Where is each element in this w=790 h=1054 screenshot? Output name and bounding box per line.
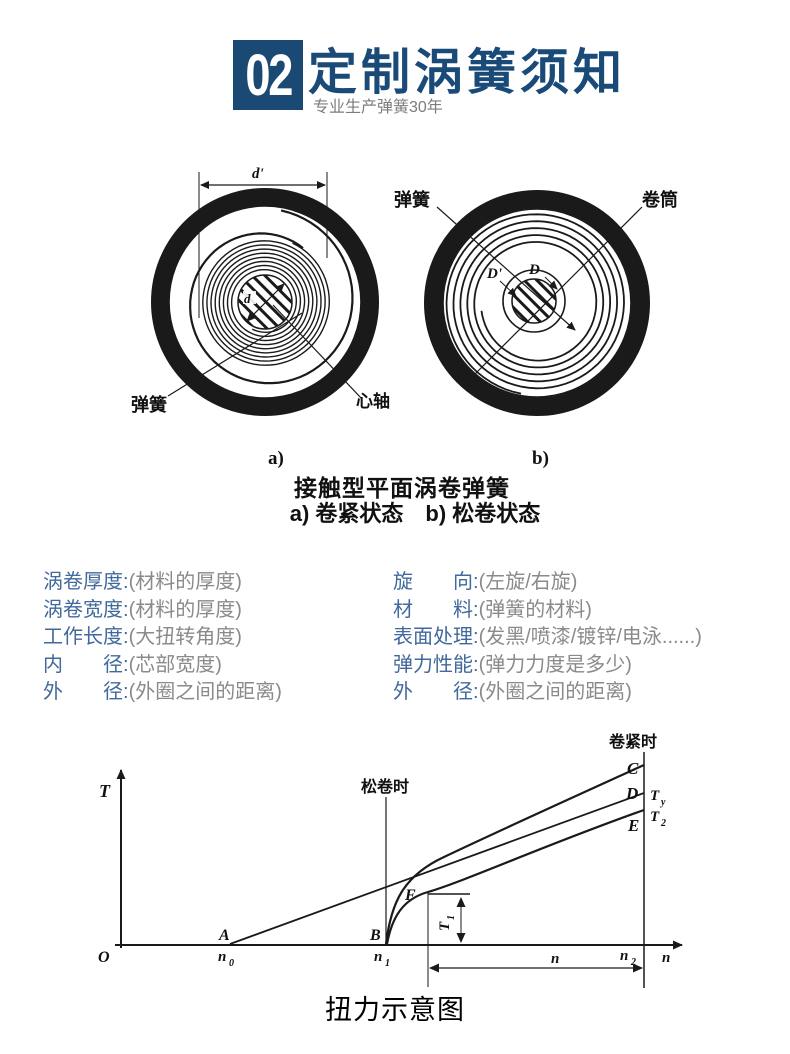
chart-n-dimension: n	[429, 951, 643, 973]
arbor-label: 心轴	[356, 391, 390, 411]
dim-n-label: n	[551, 951, 559, 967]
outer-spring-loop	[189, 209, 354, 385]
page-title: 定制涡簧须知	[308, 46, 627, 100]
page-subtitle: 专业生产弹簧30年	[313, 99, 443, 116]
curve-B-C-winding	[384, 763, 645, 945]
spring-label-left: 弹簧	[131, 394, 167, 415]
section-number: 02	[245, 42, 293, 108]
torque-Ty: T	[650, 788, 660, 804]
spec-row: 旋 向:(左旋/右旋)	[393, 571, 578, 593]
tight-coil-spiral	[202, 240, 331, 366]
torque-T2: T	[650, 809, 660, 825]
y-axis-label: T	[99, 781, 111, 801]
drum-diameter-label: D	[528, 262, 540, 278]
line-A-D	[229, 792, 645, 945]
caption-b: b)	[532, 448, 549, 469]
tick-n2-sub: 2	[630, 957, 636, 968]
spec-row: 外 径:(外圈之间的距离)	[43, 681, 282, 703]
figure-caption-title: 接触型平面涡卷弹簧	[294, 475, 510, 501]
point-E: E	[627, 816, 639, 835]
chart-curves	[229, 763, 645, 945]
unwound-state-label: 松卷时	[361, 777, 409, 796]
chart-axes: T O n	[98, 769, 683, 966]
spec-row: 表面处理:(发黑/喷漆/镀锌/电泳......)	[393, 626, 702, 648]
spec-row: 外 径:(外圈之间的距离)	[393, 681, 632, 703]
spec-row: 弹力性能:(弹力力度是多少)	[393, 653, 632, 676]
torque-Ty-sub: y	[660, 797, 666, 808]
spec-row: 内 径:(芯部宽度)	[43, 653, 222, 676]
right-spring-diagram-unwound: D' D 弹簧 卷筒	[394, 189, 678, 416]
tick-n0-sub: 0	[229, 958, 234, 969]
point-D: D	[625, 784, 638, 803]
chart-T1-dimension: T 1	[427, 892, 470, 987]
chart-torque-labels: T y T 2	[650, 788, 666, 829]
spec-row: 涡卷厚度:(材料的厚度)	[43, 571, 242, 593]
point-F: F	[404, 887, 416, 904]
origin-label: O	[98, 949, 110, 966]
tick-n1-sub: 1	[385, 958, 390, 969]
torque-T1-sub: 1	[446, 915, 457, 920]
caption-a: a)	[268, 448, 284, 469]
torque-T1: T	[437, 921, 453, 931]
chart-point-labels: A B C D E F	[218, 759, 639, 944]
core-diameter-label: d	[244, 291, 251, 306]
left-spring-diagram-wound: d d' 弹簧 心轴	[131, 166, 390, 416]
point-C: C	[627, 759, 639, 778]
tick-n2: n	[620, 948, 628, 964]
chart-reference-lines: 松卷时 卷紧时	[361, 732, 657, 988]
loose-coil-spiral	[445, 213, 625, 395]
inner-diameter-label: D'	[486, 266, 502, 282]
point-A: A	[218, 927, 230, 944]
arbor-core-right	[511, 278, 557, 324]
chart-tick-labels: n 0 n 1 n 2	[218, 948, 636, 969]
torque-chart: T O n 松卷时 卷紧时 A B C D E F n 0 n 1	[98, 732, 683, 988]
spec-column-right: 旋 向:(左旋/右旋) 材 料:(弹簧的材料) 表面处理:(发黑/喷漆/镀锌/电…	[393, 569, 702, 707]
point-B: B	[369, 927, 381, 944]
tick-n0: n	[218, 949, 226, 965]
section-number-badge: 02	[233, 40, 303, 110]
figure-caption-states: a) 卷紧状态 b) 松卷状态	[289, 501, 541, 526]
spec-column-left: 涡卷厚度:(材料的厚度) 涡卷宽度:(材料的厚度) 工作长度:(大扭转角度) 内…	[43, 569, 282, 707]
spring-diagrams-figure: d d' 弹簧 心轴 D' D	[131, 166, 678, 416]
spec-list: 涡卷厚度:(材料的厚度) 涡卷宽度:(材料的厚度) 工作长度:(大扭转角度) 内…	[0, 569, 790, 714]
curve-B-E-unwinding	[385, 808, 645, 945]
spring-label-right: 弹簧	[394, 189, 430, 210]
x-axis-label: n	[662, 950, 670, 966]
spec-row: 材 料:(弹簧的材料)	[393, 598, 592, 621]
spec-row: 工作长度:(大扭转角度)	[43, 626, 242, 648]
outer-diameter-label: d'	[252, 166, 264, 182]
torque-T2-sub: 2	[660, 818, 666, 829]
drum-label: 卷筒	[641, 189, 678, 210]
chart-caption: 扭力示意图	[325, 995, 465, 1025]
tick-n1: n	[374, 949, 382, 965]
spec-row: 涡卷宽度:(材料的厚度)	[43, 598, 242, 621]
wound-state-label: 卷紧时	[608, 732, 657, 751]
